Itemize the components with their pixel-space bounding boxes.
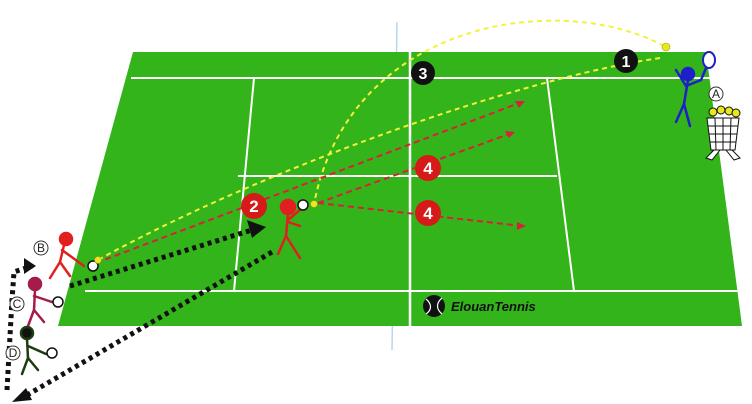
move-path-rotate bbox=[4, 263, 33, 391]
shot-arrow-4a bbox=[505, 131, 515, 138]
svg-text:3: 3 bbox=[419, 66, 428, 83]
player-b bbox=[48, 231, 99, 280]
step-1-marker: 1 bbox=[614, 49, 638, 73]
move-path-d bbox=[20, 249, 274, 401]
shot-arrow-4b bbox=[517, 222, 526, 230]
svg-text:4: 4 bbox=[423, 204, 433, 223]
tennis-ball-logo-icon bbox=[423, 295, 445, 317]
ball-basket-icon bbox=[705, 105, 741, 161]
ball-feed bbox=[661, 42, 671, 52]
svg-text:D: D bbox=[9, 346, 18, 360]
player-d-label: D bbox=[5, 345, 21, 361]
svg-text:C: C bbox=[13, 297, 22, 311]
step-4b-marker: 4 bbox=[415, 200, 441, 226]
move-arrow-rotate bbox=[24, 258, 36, 274]
shot-path-2 bbox=[95, 101, 523, 264]
shot-arrowheads bbox=[505, 101, 526, 230]
brand-logo: ElouanTennis bbox=[423, 295, 536, 317]
shot-arrow-2 bbox=[515, 101, 525, 108]
tennis-court bbox=[58, 52, 742, 326]
tennis-balls bbox=[94, 42, 671, 264]
svg-text:A: A bbox=[712, 87, 720, 101]
player-a-label: A bbox=[708, 86, 724, 102]
player-c-label: C bbox=[9, 296, 25, 312]
svg-text:B: B bbox=[37, 241, 45, 255]
svg-text:2: 2 bbox=[249, 197, 258, 216]
move-arrow-d bbox=[12, 388, 32, 402]
ball-paths bbox=[97, 19, 665, 261]
ball-volley bbox=[310, 200, 318, 208]
ball-baseline bbox=[94, 256, 102, 264]
player-a bbox=[674, 51, 716, 128]
player-move-paths bbox=[4, 227, 274, 401]
move-arrow-b bbox=[247, 220, 266, 238]
step-4a-marker: 4 bbox=[415, 155, 441, 181]
court-lines bbox=[85, 77, 739, 292]
player-d bbox=[19, 325, 58, 376]
ball-path-1 bbox=[97, 57, 661, 261]
ball-path-3 bbox=[313, 19, 665, 205]
svg-text:1: 1 bbox=[622, 54, 631, 71]
player-c bbox=[26, 276, 64, 328]
svg-text:4: 4 bbox=[423, 159, 433, 178]
player-b-volley bbox=[276, 198, 309, 260]
step-3-marker: 3 bbox=[411, 61, 435, 85]
move-arrowheads bbox=[12, 220, 266, 402]
brand-name: ElouanTennis bbox=[451, 299, 536, 314]
step-2-marker: 2 bbox=[241, 193, 267, 219]
player-b-label: B bbox=[33, 240, 49, 256]
